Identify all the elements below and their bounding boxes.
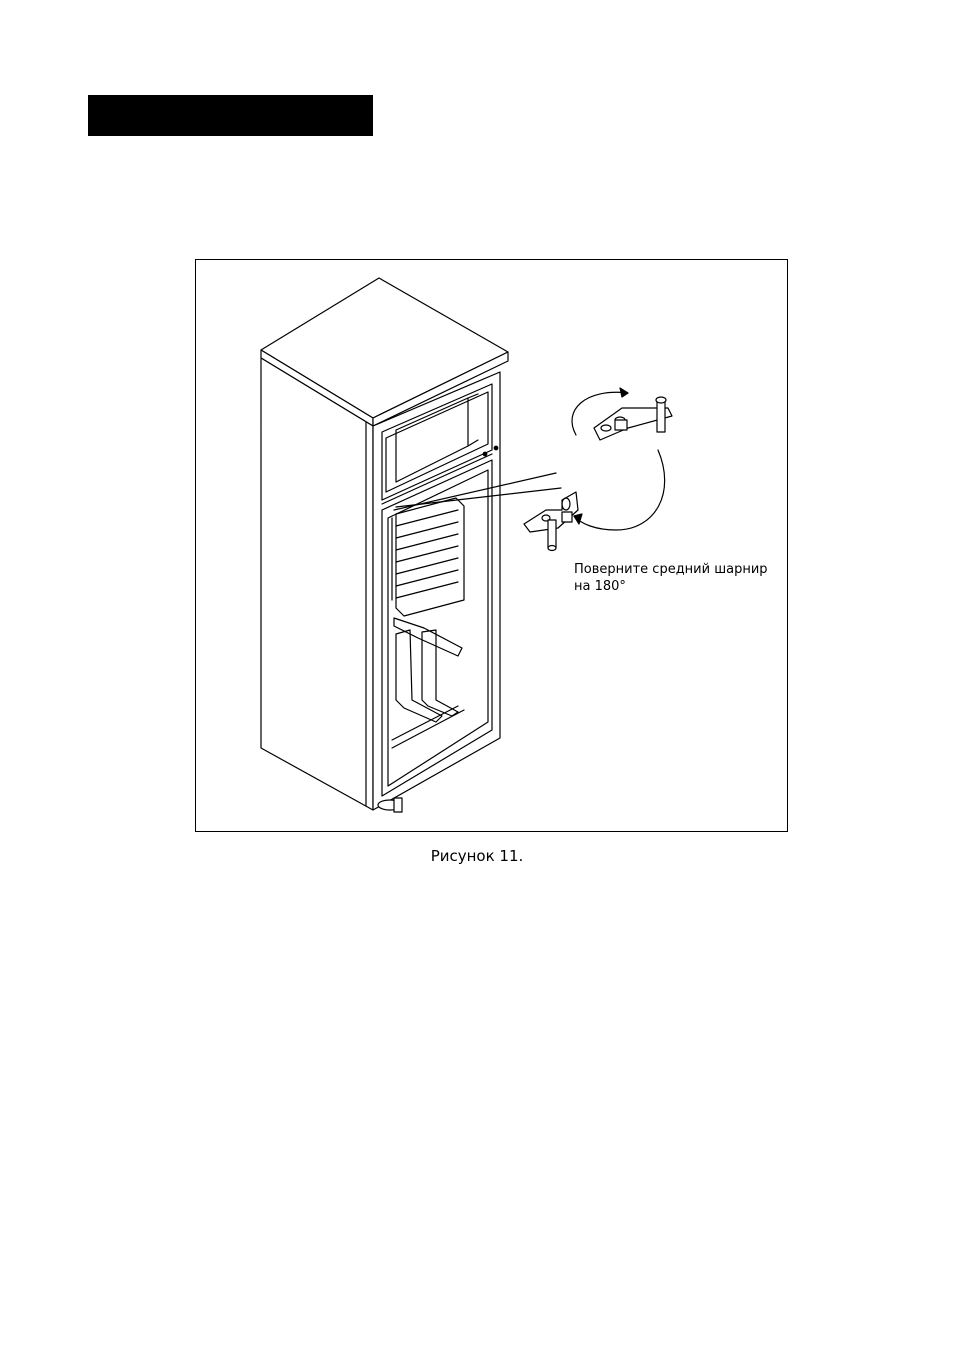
cabinet-side-panel: [261, 358, 373, 810]
figure-frame: Поверните средний шарнир на 180°: [195, 259, 788, 832]
hinge-annotation: Поверните средний шарнир на 180°: [574, 561, 768, 595]
annotation-line-1: Поверните средний шарнир: [574, 561, 768, 578]
refrigerator-hinge-illustration: [196, 260, 789, 833]
hinge-rotated: [594, 397, 672, 440]
section-header-bar: [88, 95, 373, 136]
hinge-original: [524, 492, 578, 551]
figure-caption: Рисунок 11.: [0, 847, 954, 865]
annotation-line-2: на 180°: [574, 578, 768, 595]
